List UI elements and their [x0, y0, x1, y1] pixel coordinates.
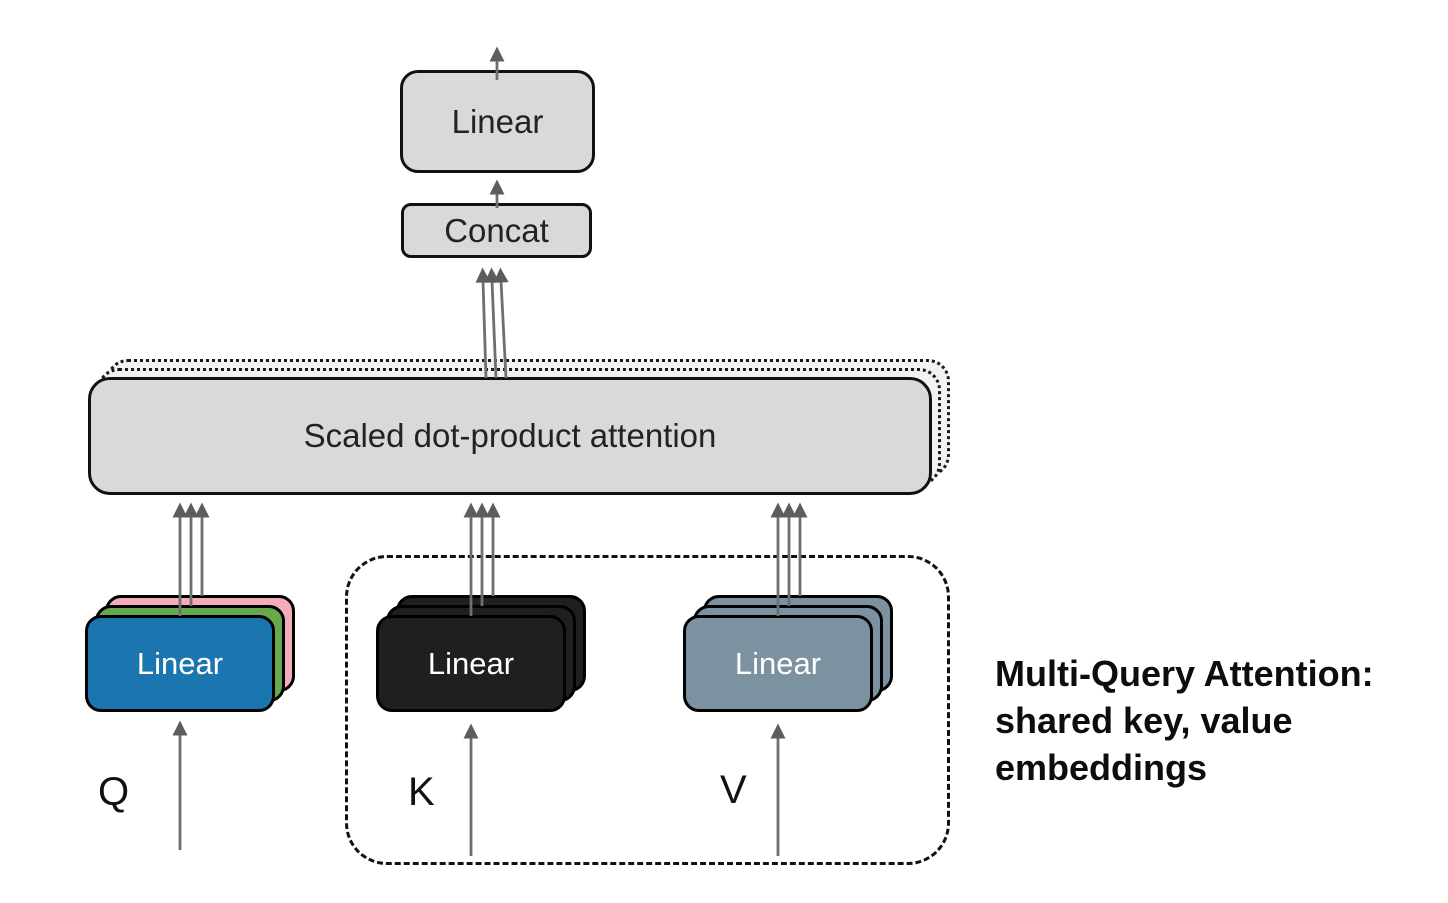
shared-kv-group-outline: [345, 555, 950, 865]
q-input-label: Q: [98, 770, 130, 814]
q-linear-front-card: Linear: [85, 615, 275, 712]
concat-label: Concat: [444, 211, 549, 249]
annotation-line-3: embeddings: [995, 747, 1208, 788]
output-linear-box: Linear: [400, 70, 595, 173]
v-linear-label: Linear: [734, 645, 822, 681]
output-linear-label: Linear: [451, 102, 544, 140]
annotation-line-2: shared key, value: [995, 700, 1293, 741]
k-linear-label: Linear: [427, 645, 515, 681]
concat-box: Concat: [401, 203, 592, 258]
attention-label: Scaled dot-product attention: [303, 417, 717, 454]
v-linear-front-card: Linear: [683, 615, 873, 712]
v-input-label: V: [720, 768, 747, 812]
q-linear-label: Linear: [136, 645, 224, 681]
annotation-text: Multi-Query Attention: shared key, value…: [995, 650, 1374, 791]
k-input-label: K: [408, 770, 435, 814]
annotation-line-1: Multi-Query Attention:: [995, 653, 1374, 694]
attention-box: Scaled dot-product attention: [88, 377, 932, 495]
k-linear-front-card: Linear: [376, 615, 566, 712]
